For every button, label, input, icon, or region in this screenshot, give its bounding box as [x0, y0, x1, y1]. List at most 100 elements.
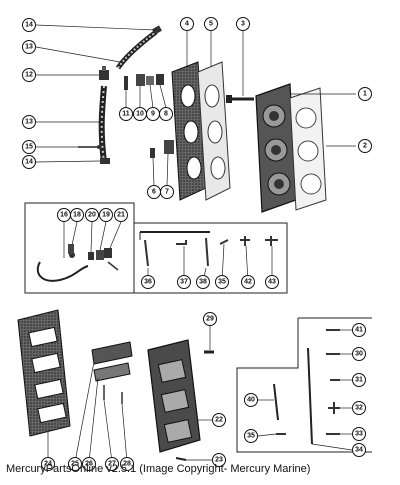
callout-label: 20	[88, 212, 96, 219]
small-parts-cluster	[124, 74, 164, 90]
callout-label: 7	[165, 189, 169, 196]
callout-c35b: 35	[244, 429, 258, 443]
callout-circle	[358, 87, 372, 101]
callout-label: 5	[209, 21, 213, 28]
callout-c43: 43	[265, 275, 279, 289]
callout-circle	[236, 17, 250, 31]
hose-vertical	[98, 85, 110, 164]
callout-circle	[352, 323, 366, 337]
callout-label: 41	[355, 327, 363, 334]
callout-c22: 22	[212, 413, 226, 427]
callout-c35a: 35	[215, 275, 229, 289]
callout-c41: 41	[352, 323, 366, 337]
callout-label: 6	[152, 189, 156, 196]
callout-circle	[22, 40, 36, 54]
bolt-3	[226, 95, 254, 103]
callout-circle	[22, 140, 36, 154]
callout-label: 32	[355, 405, 363, 412]
callout-c13a: 13	[22, 40, 36, 54]
callout-circle	[141, 275, 155, 289]
leader-lines-harness	[63, 221, 122, 258]
callout-label: 8	[164, 111, 168, 118]
callout-c42: 42	[241, 275, 255, 289]
callout-c16: 16	[57, 208, 71, 222]
callout-circle	[244, 429, 258, 443]
harness-parts	[36, 244, 119, 282]
callout-c32: 32	[352, 401, 366, 415]
callout-circle	[203, 312, 217, 326]
callout-c7: 7	[160, 185, 174, 199]
callout-c6: 6	[147, 185, 161, 199]
callout-c1: 1	[358, 87, 372, 101]
callout-circle	[204, 17, 218, 31]
callout-label: 3	[241, 21, 245, 28]
callout-label: 10	[136, 111, 144, 118]
callout-c38: 38	[196, 275, 210, 289]
callout-label: 16	[60, 212, 68, 219]
callout-c40: 40	[244, 393, 258, 407]
cover-plate-1	[255, 83, 297, 213]
callout-label: 25	[71, 461, 79, 468]
callout-c31: 31	[352, 373, 366, 387]
callout-circle	[120, 457, 134, 471]
callout-circle	[244, 393, 258, 407]
callout-c2: 2	[358, 139, 372, 153]
callout-label: 31	[355, 377, 363, 384]
callout-label: 40	[247, 397, 255, 404]
callout-c13b: 13	[22, 115, 36, 129]
callout-c18: 18	[70, 208, 84, 222]
callout-c34: 34	[352, 443, 366, 457]
callout-circle	[177, 275, 191, 289]
callout-label: 12	[25, 72, 33, 79]
callout-circle	[159, 107, 173, 121]
callout-label: 37	[180, 279, 188, 286]
callout-circle	[68, 457, 82, 471]
callout-circle	[352, 443, 366, 457]
callout-label: 14	[25, 22, 33, 29]
gasket-24	[17, 309, 71, 437]
callout-c20: 20	[85, 208, 99, 222]
callout-circle	[70, 208, 84, 222]
leader-lines-top	[35, 24, 356, 187]
callout-c25: 25	[68, 457, 82, 471]
callout-label: 11	[122, 111, 130, 118]
callout-circle	[22, 68, 36, 82]
callout-label: 24	[44, 461, 52, 468]
bottom-right-parts	[273, 329, 340, 445]
callout-circle	[85, 208, 99, 222]
callout-c26: 26	[82, 457, 96, 471]
callout-label: 33	[355, 431, 363, 438]
callout-label: 13	[25, 44, 33, 51]
fitting-parts	[139, 231, 278, 267]
gasket-2	[289, 87, 327, 211]
fitting-12	[99, 66, 109, 80]
clamp-15	[78, 145, 101, 149]
callout-c28: 28	[120, 457, 134, 471]
callout-circle	[82, 457, 96, 471]
callout-c29: 29	[203, 312, 217, 326]
callout-c5: 5	[204, 17, 218, 31]
callout-label: 35	[218, 279, 226, 286]
leader-lines-bottom-right	[257, 329, 353, 451]
box-fittings	[133, 222, 288, 294]
callout-label: 19	[102, 212, 110, 219]
callout-label: 27	[108, 461, 116, 468]
callout-c4: 4	[180, 17, 194, 31]
callout-label: 35	[247, 433, 255, 440]
callout-label: 15	[25, 144, 33, 151]
callout-circle	[265, 275, 279, 289]
callout-circle	[160, 185, 174, 199]
callout-label: 13	[25, 119, 33, 126]
callout-circle	[22, 18, 36, 32]
callout-c24: 24	[41, 457, 55, 471]
gasket-5	[197, 61, 231, 201]
leader-lines-bottom-left	[47, 326, 212, 463]
callout-circle	[22, 115, 36, 129]
hose-upper	[115, 25, 162, 70]
callout-circle	[119, 107, 133, 121]
callout-circle	[212, 453, 226, 467]
callout-c14b: 14	[22, 155, 36, 169]
